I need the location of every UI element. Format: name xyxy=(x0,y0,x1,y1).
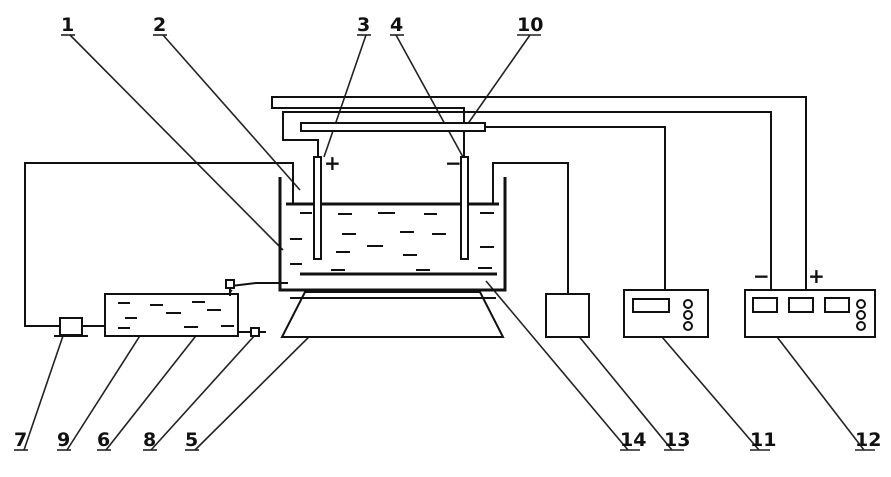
leader-11 xyxy=(649,322,760,451)
probe-10 xyxy=(300,122,486,132)
anode-electrode xyxy=(313,156,322,260)
leader-14 xyxy=(485,280,629,451)
leader-2 xyxy=(162,34,301,191)
meter-11 xyxy=(623,289,709,338)
reservoir-tank xyxy=(104,293,239,337)
leader-5 xyxy=(194,317,329,451)
label-4: 4 xyxy=(390,14,403,36)
label-14: 14 xyxy=(620,429,646,451)
anode-sign: + xyxy=(324,151,341,175)
leader-lines xyxy=(14,34,875,451)
leader-12 xyxy=(773,332,865,451)
pipe-return xyxy=(24,162,294,327)
wire-supply-positive xyxy=(271,96,807,290)
label-3: 3 xyxy=(357,14,370,36)
label-7: 7 xyxy=(14,429,27,451)
leader-8 xyxy=(150,333,257,451)
label-11: 11 xyxy=(750,429,776,451)
controller-box-13 xyxy=(545,293,590,338)
wire-supply-negative xyxy=(282,111,772,290)
meter-knob-3 xyxy=(683,321,693,331)
leader-9 xyxy=(66,319,151,451)
pipe-feed xyxy=(230,282,288,287)
electrolytic-cell: + − xyxy=(278,122,507,292)
label-8: 8 xyxy=(143,429,156,451)
valve-8 xyxy=(238,327,266,337)
leader-13 xyxy=(567,322,673,451)
supply-negative-sign: − xyxy=(753,264,770,288)
heating-stand xyxy=(280,291,505,338)
label-6: 6 xyxy=(97,429,110,451)
wires xyxy=(24,96,807,327)
wire-box13 xyxy=(492,162,569,294)
leader-10 xyxy=(466,34,531,126)
cathode-sign: − xyxy=(445,151,462,175)
wire-meter xyxy=(485,126,666,290)
part-numbers: 1 2 3 4 10 7 9 6 8 5 14 13 11 12 xyxy=(14,14,881,451)
power-supply-12: − + xyxy=(744,264,876,338)
valve-6 xyxy=(225,279,235,296)
cathode-electrode xyxy=(460,156,469,260)
label-13: 13 xyxy=(664,429,690,451)
label-12: 12 xyxy=(855,429,881,451)
meter-knob-1 xyxy=(683,299,693,309)
label-10: 10 xyxy=(517,14,543,36)
label-9: 9 xyxy=(57,429,70,451)
label-1: 1 xyxy=(61,14,74,36)
cell-wall xyxy=(278,177,507,292)
electrolyte xyxy=(290,212,494,271)
supply-positive-sign: + xyxy=(808,264,825,288)
leader-7 xyxy=(23,329,66,451)
label-2: 2 xyxy=(153,14,166,36)
leader-1 xyxy=(69,34,284,251)
pump-7 xyxy=(54,317,88,337)
meter-knob-2 xyxy=(683,310,693,320)
meter-display xyxy=(632,298,670,313)
label-5: 5 xyxy=(185,429,198,451)
